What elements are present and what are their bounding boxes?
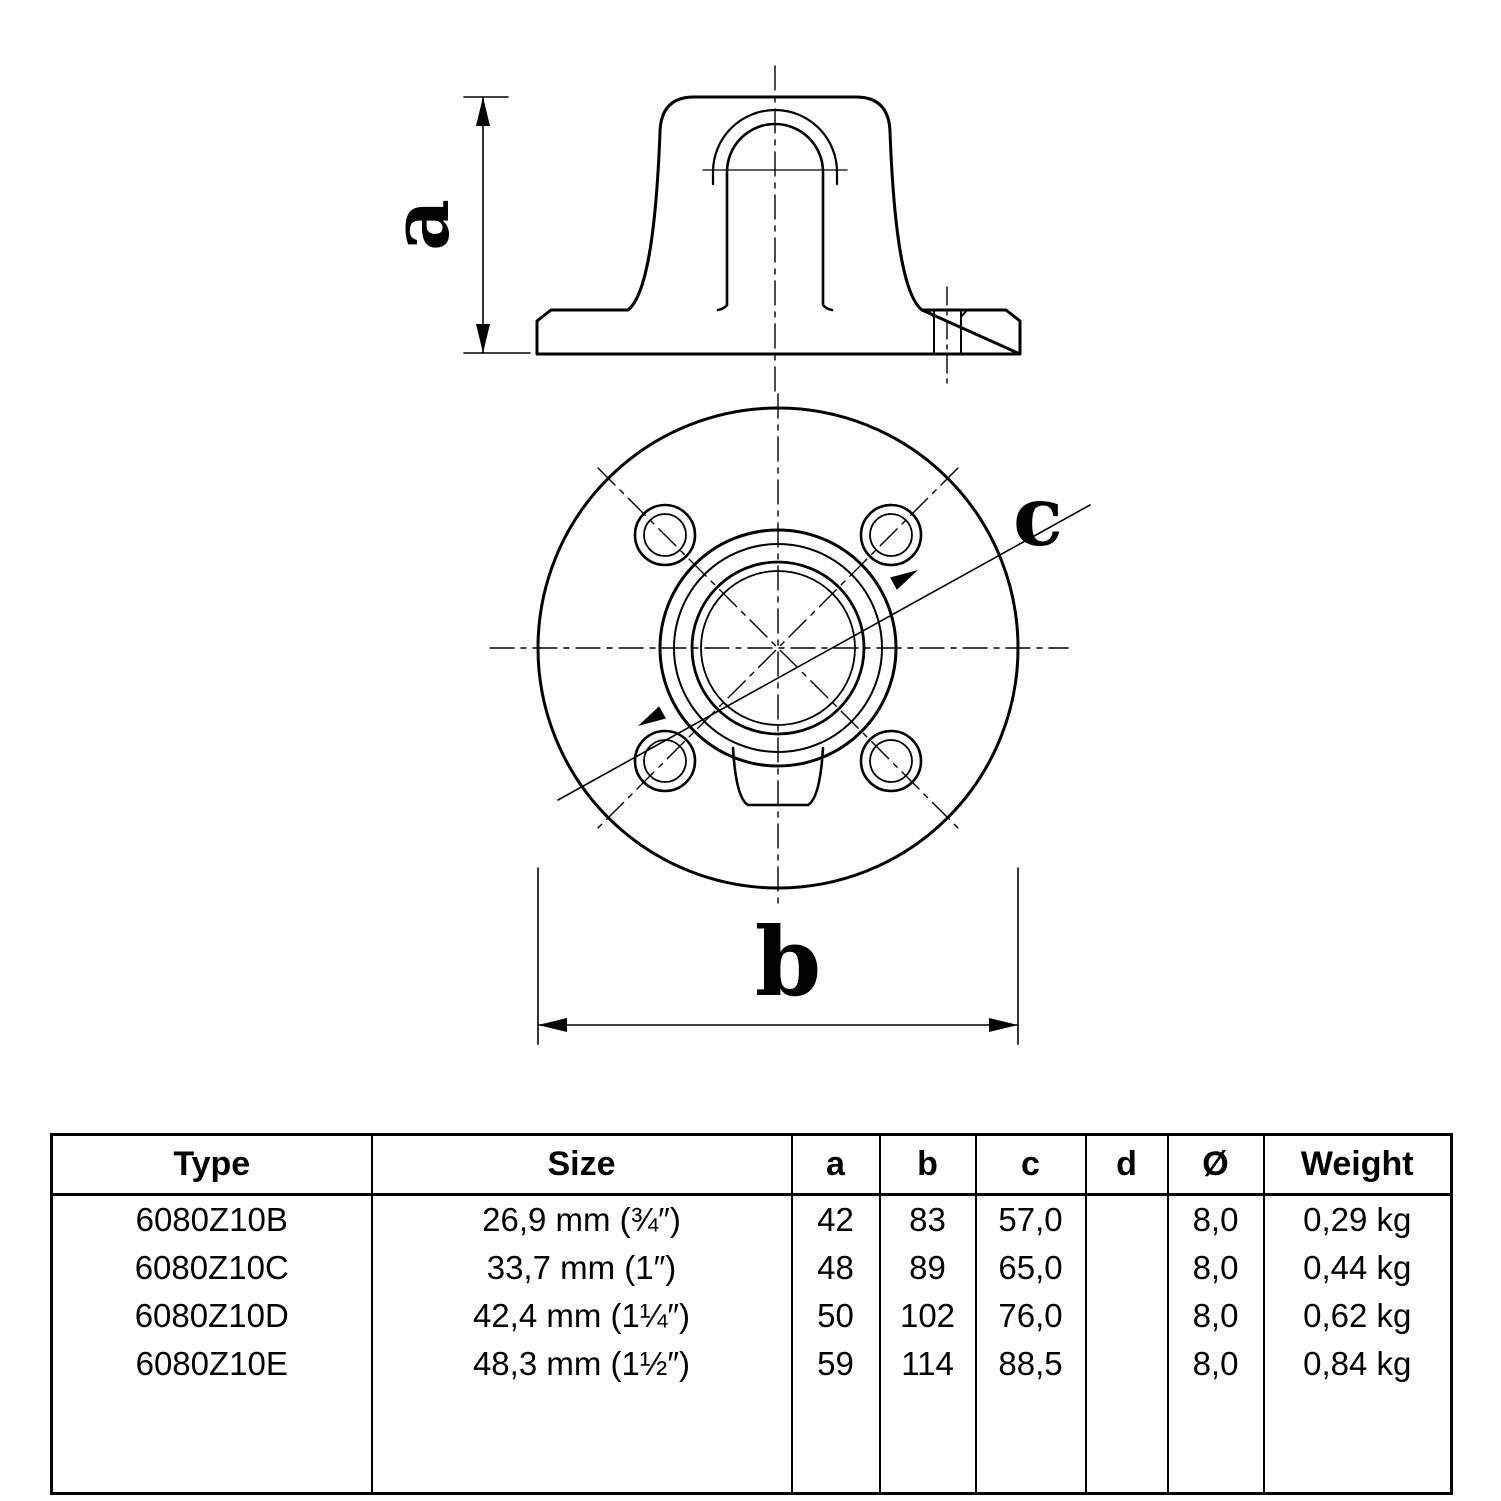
dim-b-arrow-left	[538, 1018, 567, 1032]
cell-type: 6080Z10E	[135, 1345, 288, 1382]
bolt-hole	[859, 729, 923, 793]
dim-a-arrow-down	[476, 324, 490, 353]
bore-inner-circle	[700, 570, 856, 726]
cell-b: 89	[878, 1244, 976, 1292]
cell-size: 48,3 mm (1½″)	[370, 1340, 792, 1388]
bolt-hole	[633, 729, 697, 793]
cell-size: 26,9 mm (¾″)	[370, 1194, 792, 1244]
table-header-row: Type Size a b c d Ø Weight	[51, 1134, 1452, 1196]
bolt-hole	[633, 503, 697, 567]
dim-b-arrow-right	[989, 1018, 1018, 1032]
cell-b: 114	[878, 1340, 976, 1388]
bolt-hole-inner	[643, 513, 687, 557]
cell-weight: 0,44 kg	[1262, 1244, 1452, 1292]
cell-diameter: 8,0	[1166, 1292, 1264, 1340]
spec-table-section: Type Size a b c d Ø Weight 6080Z10B 26,9…	[50, 1133, 1453, 1495]
bolt-hole	[859, 503, 923, 567]
spec-table: Type Size a b c d Ø Weight 6080Z10B 26,9…	[50, 1133, 1453, 1495]
cell-diameter: 8,0	[1166, 1194, 1264, 1244]
col-header-c: c	[974, 1134, 1086, 1196]
cell-b: 102	[878, 1292, 976, 1340]
cell-diameter: 8,0	[1166, 1244, 1264, 1292]
dim-label-c: c	[1013, 469, 1063, 565]
cell-d	[1084, 1244, 1168, 1292]
cell-a: 42	[790, 1194, 880, 1244]
plate-bolt-hole-section	[927, 286, 968, 384]
cell-a: 48	[790, 1244, 880, 1292]
bolt-hole-inner	[869, 739, 913, 783]
col-header-size: Size	[370, 1134, 792, 1196]
slot-outer-arch	[711, 108, 839, 186]
table-row: 6080Z10D 42,4 mm (1¼″) 50 102 76,0 8,0 0…	[52, 1292, 1452, 1340]
table-filler-row	[52, 1388, 1452, 1494]
slot-inner-wall	[716, 122, 834, 312]
cell-weight: 0,84 kg	[1262, 1340, 1452, 1388]
boss-bottom-tab	[731, 746, 825, 807]
bolt-hole-inner	[869, 513, 913, 557]
boss-inner-circle	[673, 543, 883, 753]
dimension-a: a	[373, 96, 531, 354]
cell-type: 6080Z10B	[135, 1201, 288, 1238]
cell-size: 42,4 mm (1¼″)	[370, 1292, 792, 1340]
cell-weight: 0,62 kg	[1262, 1292, 1452, 1340]
flange-outer-circle	[536, 406, 1020, 890]
bolt-hole-inner	[643, 739, 687, 783]
col-header-type: Type	[51, 1134, 372, 1196]
cell-a: 59	[790, 1340, 880, 1388]
table-row: 6080Z10E 48,3 mm (1½″) 59 114 88,5 8,0 0…	[52, 1340, 1452, 1388]
cell-d	[1084, 1340, 1168, 1388]
cell-b: 83	[878, 1194, 976, 1244]
table-row: 6080Z10B 26,9 mm (¾″) 42 83 57,0 8,0 0,2…	[52, 1194, 1452, 1244]
plan-centerlines	[489, 393, 1069, 907]
dim-a-arrow-up	[476, 97, 490, 126]
col-header-d: d	[1084, 1134, 1168, 1196]
cell-c: 65,0	[974, 1244, 1086, 1292]
boss-outer-circle	[658, 528, 898, 768]
dimension-c: c	[557, 469, 1091, 801]
cell-c: 57,0	[974, 1194, 1086, 1244]
dim-c-arrow-lower	[638, 706, 666, 726]
cell-c: 88,5	[974, 1340, 1086, 1388]
socket-body-outline	[626, 95, 924, 312]
dim-label-a: a	[373, 199, 467, 251]
cell-weight: 0,29 kg	[1262, 1194, 1452, 1244]
cell-c: 76,0	[974, 1292, 1086, 1340]
dim-c-line	[557, 504, 1091, 801]
cell-type: 6080Z10C	[134, 1249, 289, 1286]
technical-drawing: a	[373, 65, 1091, 1045]
cell-diameter: 8,0	[1166, 1340, 1264, 1388]
side-view: a	[373, 65, 1022, 393]
bore-outer-circle	[690, 560, 866, 736]
cell-type: 6080Z10D	[134, 1297, 289, 1334]
table-row: 6080Z10C 33,7 mm (1″) 48 89 65,0 8,0 0,4…	[52, 1244, 1452, 1292]
cell-d	[1084, 1194, 1168, 1244]
dim-c-arrow-upper	[890, 570, 918, 590]
base-plate-outline	[535, 308, 1022, 356]
cell-a: 50	[790, 1292, 880, 1340]
dimension-b: b	[537, 867, 1019, 1045]
cell-d	[1084, 1292, 1168, 1340]
cell-size: 33,7 mm (1″)	[370, 1244, 792, 1292]
col-header-diameter: Ø	[1166, 1134, 1264, 1196]
col-header-b: b	[878, 1134, 976, 1196]
dim-label-b: b	[755, 907, 821, 1018]
col-header-weight: Weight	[1262, 1134, 1452, 1196]
plan-view: c b	[489, 393, 1091, 1045]
col-header-a: a	[790, 1134, 880, 1196]
